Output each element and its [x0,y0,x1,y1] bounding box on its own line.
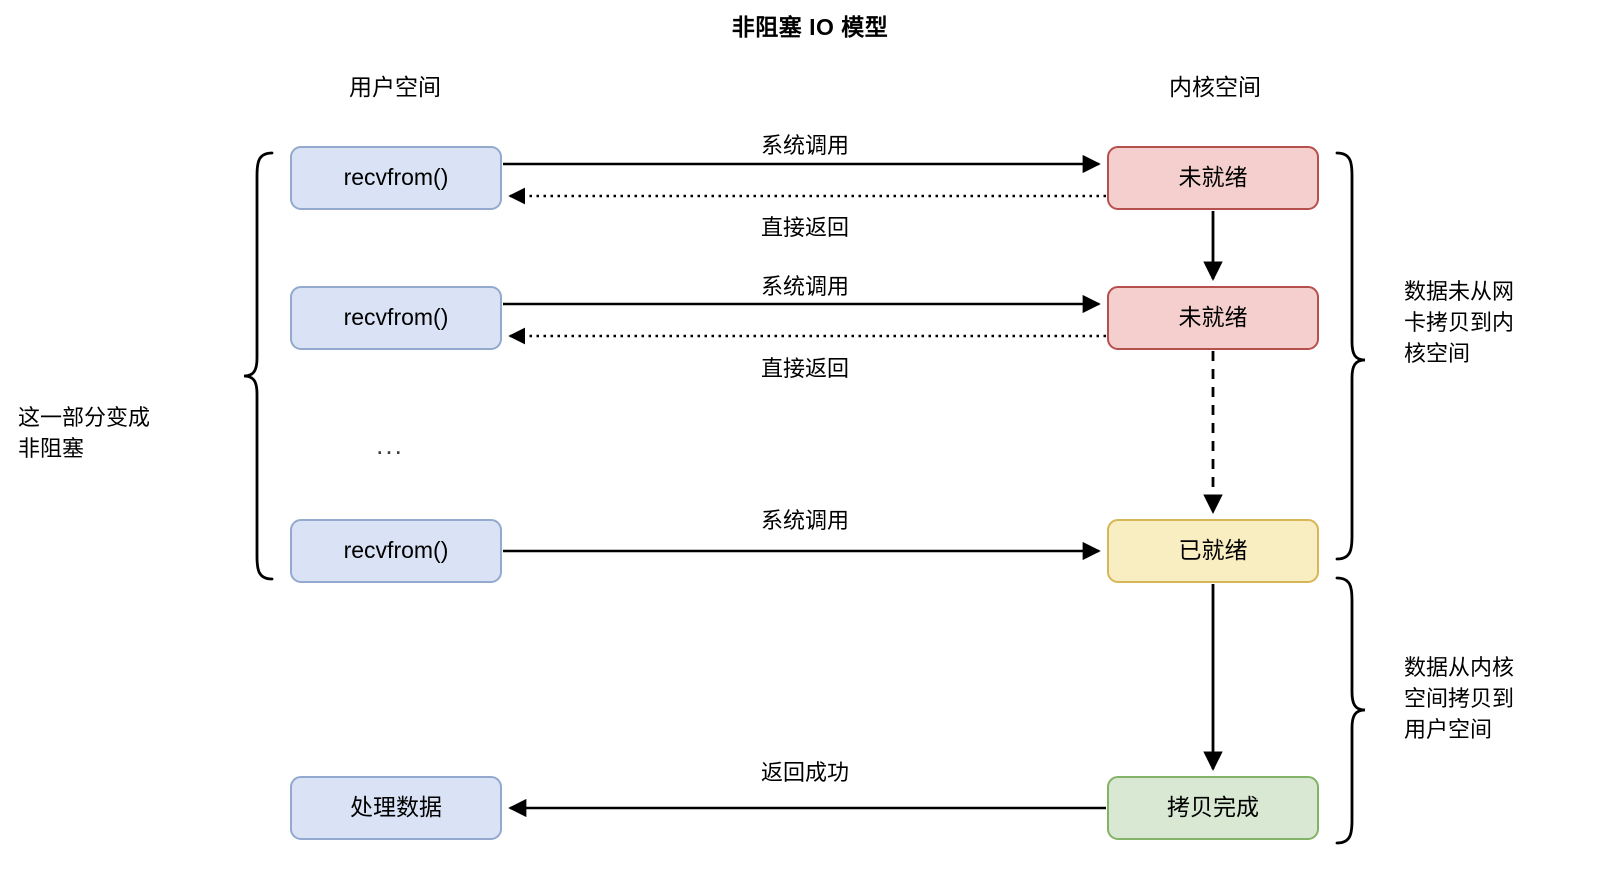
node-process-data[interactable]: 处理数据 [290,776,502,840]
edge-label-syscall-2: 系统调用 [760,274,849,299]
node-recvfrom-1[interactable]: recvfrom() [290,146,502,210]
node-ready[interactable]: 已就绪 [1107,519,1319,583]
page-title: 非阻塞 IO 模型 [731,14,889,40]
annotation-nonblocking-part: 这一部分变成非阻塞 [18,405,151,462]
edge-label-syscall-1: 系统调用 [760,133,849,158]
node-recvfrom-2[interactable]: recvfrom() [290,286,502,350]
column-header-kernel-space: 内核空间 [1169,74,1261,100]
edge-label-direct-return-2: 直接返回 [760,356,849,381]
column-header-user-space: 用户空间 [349,74,441,100]
right-brace-kernel-not-copied [1335,151,1366,561]
right-brace-kernel-to-user-copy [1335,576,1366,845]
left-brace [243,151,274,581]
annotation-data-not-copied: 数据未从网卡拷贝到内核空间 [1404,279,1515,367]
edge-label-direct-return-1: 直接返回 [760,215,849,240]
annotation-data-copied-to-user: 数据从内核空间拷贝到用户空间 [1404,655,1515,743]
ellipsis-more-calls: ... [376,430,404,460]
edge-label-syscall-3: 系统调用 [760,508,849,533]
node-not-ready-2[interactable]: 未就绪 [1107,286,1319,350]
node-recvfrom-3[interactable]: recvfrom() [290,519,502,583]
node-copy-done[interactable]: 拷贝完成 [1107,776,1319,840]
edge-label-return-success: 返回成功 [760,760,849,785]
node-not-ready-1[interactable]: 未就绪 [1107,146,1319,210]
